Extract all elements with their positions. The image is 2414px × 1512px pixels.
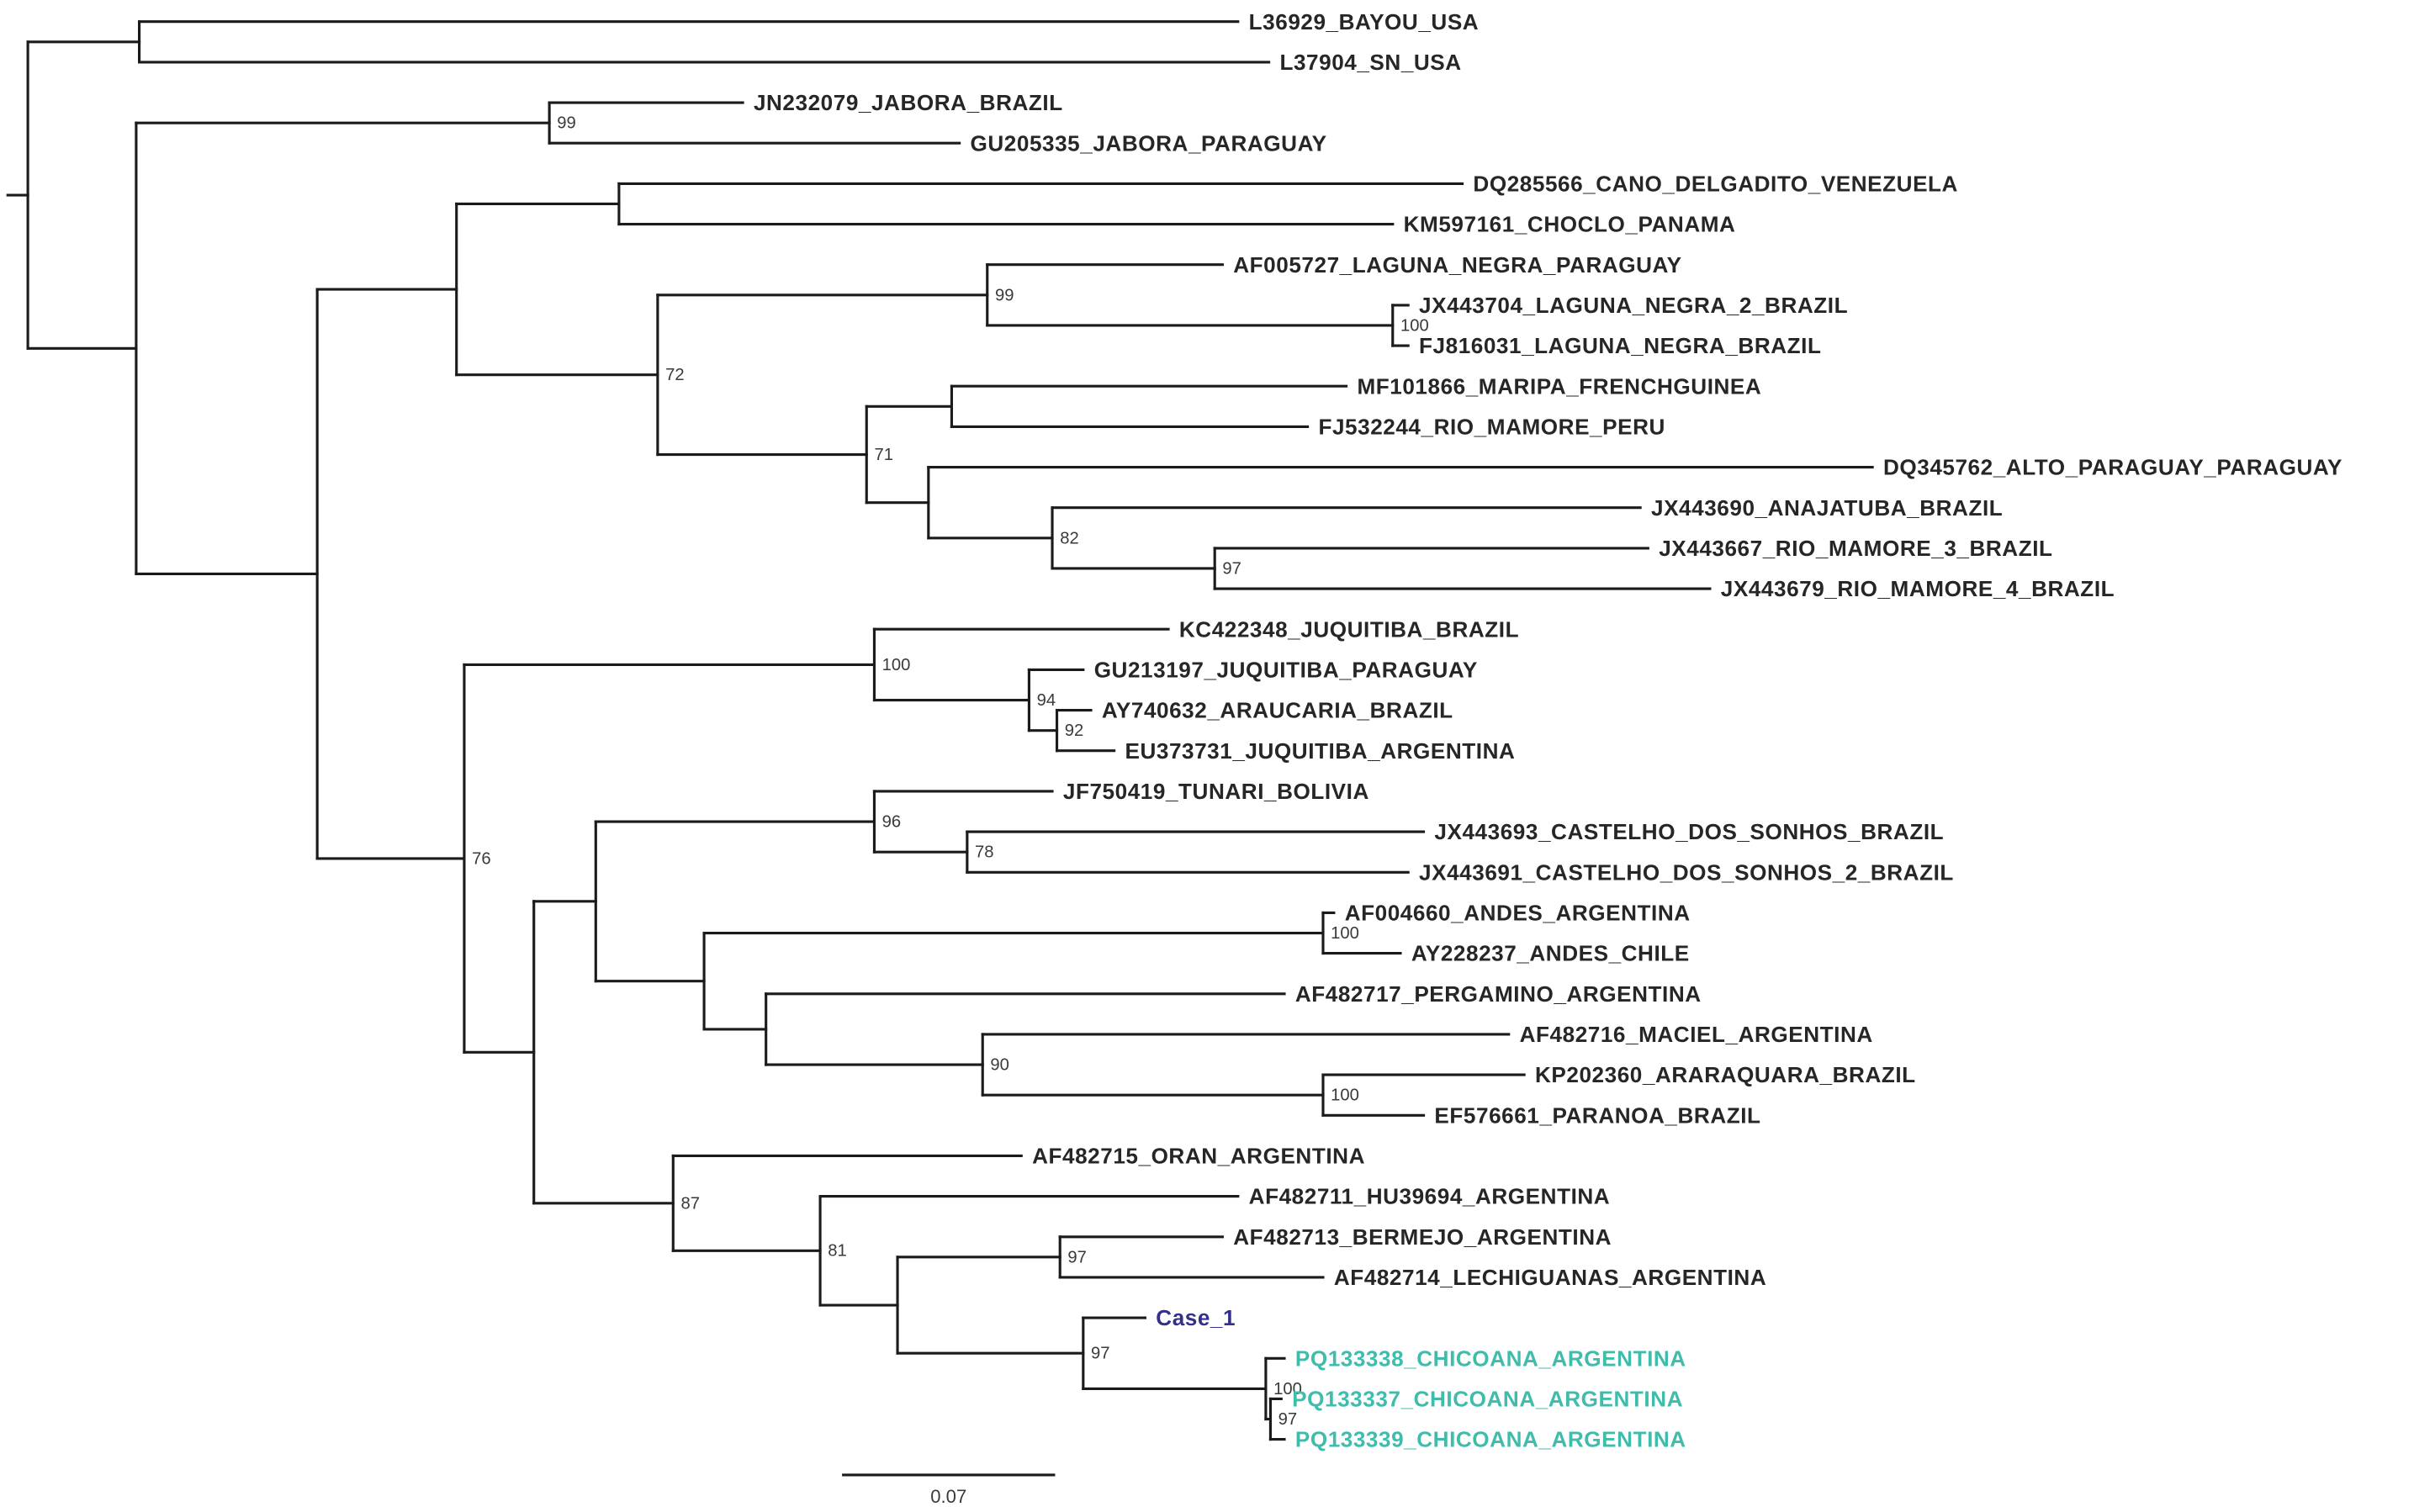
bootstrap-value: 97 xyxy=(1091,1345,1110,1363)
taxon-label: JX443693_CASTELHO_DOS_SONHOS_BRAZIL xyxy=(1434,819,1944,844)
bootstrap-value: 100 xyxy=(882,656,911,674)
bootstrap-value: 71 xyxy=(874,446,893,464)
taxon-label: AF482715_ORAN_ARGENTINA xyxy=(1032,1144,1365,1169)
taxon-label: AY228237_ANDES_CHILE xyxy=(1411,941,1690,966)
bootstrap-value: 81 xyxy=(828,1242,847,1261)
taxon-label: EU373731_JUQUITIBA_ARGENTINA xyxy=(1125,738,1515,764)
taxon-label: JX443691_CASTELHO_DOS_SONHOS_2_BRAZIL xyxy=(1419,859,1954,885)
taxon-label: AF482714_LECHIGUANAS_ARGENTINA xyxy=(1334,1265,1766,1290)
bootstrap-value: 78 xyxy=(975,843,994,862)
taxon-label: AF482717_PERGAMINO_ARGENTINA xyxy=(1295,981,1702,1007)
bootstrap-value: 99 xyxy=(557,114,576,133)
bootstrap-value: 100 xyxy=(1331,924,1359,943)
bootstrap-value: 94 xyxy=(1037,691,1056,710)
bootstrap-value: 100 xyxy=(1400,316,1429,335)
taxon-label: KM597161_CHOCLO_PANAMA xyxy=(1404,212,1736,237)
taxon-label: KP202360_ARARAQUARA_BRAZIL xyxy=(1535,1062,1916,1087)
taxon-label: EF576661_PARANOA_BRAZIL xyxy=(1434,1102,1760,1128)
taxon-label: AF482713_BERMEJO_ARGENTINA xyxy=(1233,1224,1612,1250)
taxon-label: Case_1 xyxy=(1156,1305,1236,1330)
taxon-label: AY740632_ARAUCARIA_BRAZIL xyxy=(1102,698,1453,723)
bootstrap-value: 87 xyxy=(680,1194,700,1213)
taxon-label: AF482716_MACIEL_ARGENTINA xyxy=(1520,1022,1873,1047)
bootstrap-value: 76 xyxy=(472,849,491,868)
bootstrap-value: 72 xyxy=(665,366,685,384)
taxon-label: JF750419_TUNARI_BOLIVIA xyxy=(1063,779,1369,804)
taxon-label: GU205335_JABORA_PARAGUAY xyxy=(971,130,1327,156)
taxon-label: PQ133337_CHICOANA_ARGENTINA xyxy=(1292,1387,1683,1412)
bootstrap-value: 96 xyxy=(882,812,902,831)
bootstrap-value: 92 xyxy=(1065,722,1084,740)
taxon-label: KC422348_JUQUITIBA_BRAZIL xyxy=(1179,616,1519,642)
taxon-label: JN232079_JABORA_BRAZIL xyxy=(754,90,1063,115)
taxon-label: L37904_SN_USA xyxy=(1279,50,1461,75)
taxon-label: L36929_BAYOU_USA xyxy=(1249,9,1480,34)
bootstrap-value: 100 xyxy=(1331,1086,1359,1105)
taxon-label: JX443679_RIO_MAMORE_4_BRAZIL xyxy=(1721,576,2115,601)
taxon-label: DQ285566_CANO_DELGADITO_VENEZUELA xyxy=(1473,172,1958,197)
scale-bar-label: 0.07 xyxy=(930,1486,966,1507)
taxon-label: FJ532244_RIO_MAMORE_PERU xyxy=(1318,415,1665,440)
bootstrap-value: 82 xyxy=(1060,529,1079,547)
taxon-label: JX443667_RIO_MAMORE_3_BRAZIL xyxy=(1659,536,2052,561)
bootstrap-value: 97 xyxy=(1278,1410,1298,1429)
taxon-label: AF482711_HU39694_ARGENTINA xyxy=(1249,1184,1611,1209)
bootstrap-value: 97 xyxy=(1222,559,1241,578)
taxon-label: PQ133339_CHICOANA_ARGENTINA xyxy=(1295,1427,1686,1452)
taxon-label: AF005727_LAGUNA_NEGRA_PARAGUAY xyxy=(1233,252,1681,278)
taxon-label: PQ133338_CHICOANA_ARGENTINA xyxy=(1295,1345,1686,1371)
bootstrap-value: 99 xyxy=(995,286,1014,304)
bootstrap-value: 97 xyxy=(1067,1248,1087,1266)
bootstrap-value: 100 xyxy=(1273,1380,1302,1398)
taxon-label: MF101866_MARIPA_FRENCHGUINEA xyxy=(1357,373,1761,399)
taxon-label: GU213197_JUQUITIBA_PARAGUAY xyxy=(1094,658,1478,683)
taxon-label: AF004660_ANDES_ARGENTINA xyxy=(1345,901,1691,926)
taxon-label: DQ345762_ALTO_PARAGUAY_PARAGUAY xyxy=(1883,455,2343,480)
taxon-label: FJ816031_LAGUNA_NEGRA_BRAZIL xyxy=(1419,333,1821,358)
bootstrap-value: 90 xyxy=(990,1055,1009,1074)
taxon-label: JX443690_ANAJATUBA_BRAZIL xyxy=(1651,495,2003,521)
taxon-label: JX443704_LAGUNA_NEGRA_2_BRAZIL xyxy=(1419,293,1848,318)
